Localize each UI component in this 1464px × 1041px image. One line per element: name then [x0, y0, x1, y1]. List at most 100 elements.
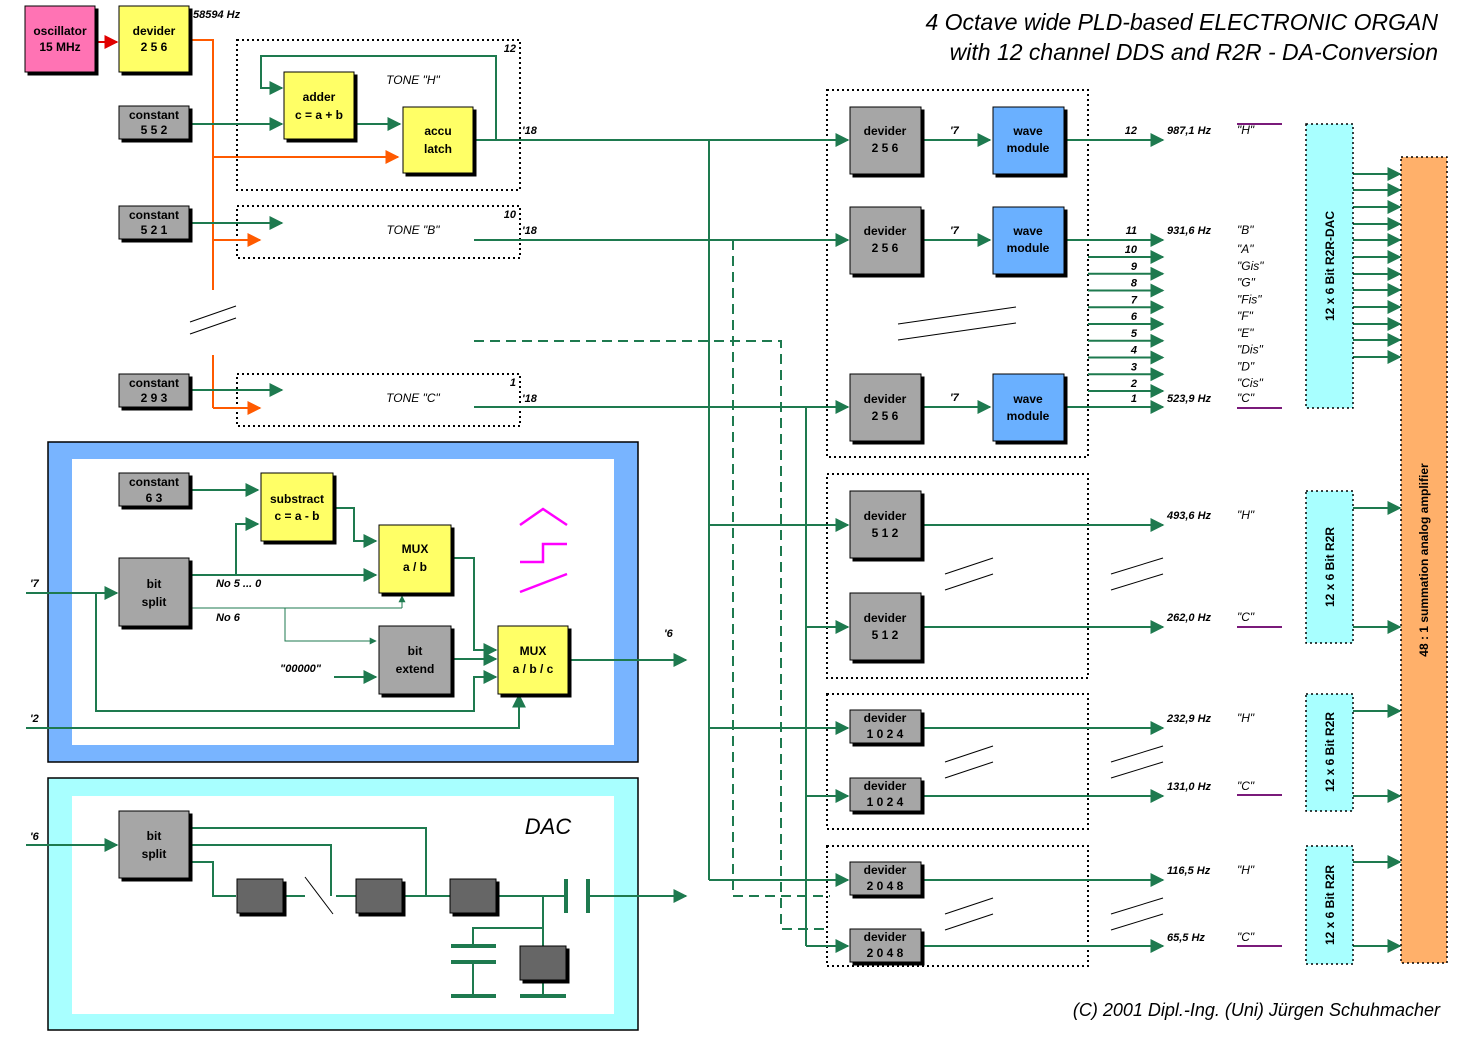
- svg-text:2 5 6: 2 5 6: [872, 409, 899, 423]
- octave-1-channel-lines: 10"A"9"Gis"8"G"7"Fis"6"F"5"E"4"Dis"3"D"2…: [1088, 242, 1264, 398]
- channel-number-4: 4: [1130, 345, 1137, 357]
- svg-text:48 : 1 summation analog amplif: 48 : 1 summation analog amplifier: [1417, 463, 1431, 657]
- svg-text:devider: devider: [133, 24, 176, 38]
- resistor-2: [355, 878, 403, 914]
- svg-text:wave: wave: [1012, 224, 1043, 238]
- channel-number-3: 3: [1131, 361, 1137, 373]
- note-h-2: "H": [1237, 508, 1255, 522]
- freq-232: 232,9 Hz: [1166, 713, 1212, 725]
- svg-text:12 x 6 Bit R2R: 12 x 6 Bit R2R: [1323, 527, 1337, 607]
- channel-number-7: 7: [1131, 294, 1138, 306]
- tone-c-bus: '18: [522, 393, 538, 405]
- svg-text:5 5 2: 5 5 2: [141, 123, 168, 137]
- tone-h-group: [236, 39, 521, 191]
- svg-text:devider: devider: [864, 930, 907, 944]
- svg-text:bit: bit: [147, 829, 162, 843]
- oscillator-block: oscillator 15 MHz: [24, 5, 96, 73]
- svg-text:wave: wave: [1012, 124, 1043, 138]
- svg-text:2 5 6: 2 5 6: [141, 40, 168, 54]
- channel-number-10: 10: [1125, 244, 1138, 256]
- octave-3-group: [826, 693, 1089, 830]
- svg-text:split: split: [142, 847, 167, 861]
- channel-number-2: 2: [1130, 378, 1137, 390]
- note-label-3: "Fis": [1237, 292, 1262, 306]
- label-zeros: "00000": [280, 663, 322, 675]
- tone-h-bus: '18: [522, 125, 538, 137]
- octave-4-group: [826, 845, 1089, 967]
- svg-text:12 x 6 Bit R2R-DAC: 12 x 6 Bit R2R-DAC: [1323, 211, 1337, 321]
- constant-293-block: constant 2 9 3: [118, 373, 190, 408]
- note-b-1: "B": [1237, 223, 1254, 237]
- constant-521-block: constant 5 2 1: [118, 205, 190, 240]
- channel-number-6: 6: [1131, 311, 1138, 323]
- mux-ab-block: MUX a / b: [378, 524, 452, 594]
- note-label-8: "Cis": [1237, 376, 1264, 390]
- note-label-4: "F": [1237, 309, 1254, 323]
- svg-text:constant: constant: [129, 108, 179, 122]
- octave-4-devider-c: devider 2 0 4 8: [849, 928, 922, 963]
- svg-text:2 5 6: 2 5 6: [872, 241, 899, 255]
- svg-text:2 0 4 8: 2 0 4 8: [867, 946, 904, 960]
- svg-text:c = a - b: c = a - b: [274, 509, 319, 523]
- dac-bit-split-block: bit split: [118, 810, 190, 879]
- title-line-2: with 12 channel DDS and R2R - DA-Convers…: [950, 39, 1438, 65]
- note-h-4: "H": [1237, 863, 1255, 877]
- freq-262: 262,0 Hz: [1166, 612, 1212, 624]
- svg-text:5 1 2: 5 1 2: [872, 526, 899, 540]
- svg-text:5 1 2: 5 1 2: [872, 628, 899, 642]
- tone-c-group: [236, 373, 521, 427]
- title-line-1: 4 Octave wide PLD-based ELECTRONIC ORGAN: [925, 9, 1438, 35]
- label-bit-6: No 6: [216, 612, 241, 624]
- label-bits-5-0: No 5 ... 0: [216, 578, 262, 590]
- channel-11: 11: [1126, 225, 1137, 237]
- note-label-6: "Dis": [1237, 343, 1264, 357]
- constant-63-block: constant 6 3: [118, 472, 190, 507]
- svg-text:oscillator: oscillator: [33, 24, 87, 38]
- wave-output-bus: '6: [664, 628, 674, 640]
- svg-text:wave: wave: [1012, 392, 1043, 406]
- svg-text:12 x 6 Bit R2R: 12 x 6 Bit R2R: [1323, 712, 1337, 792]
- svg-text:module: module: [1007, 241, 1050, 255]
- r2r-dac-3: 12 x 6 Bit R2R: [1305, 693, 1354, 812]
- tone-c-label: TONE "C": [386, 391, 440, 405]
- tone-b-bus: '18: [522, 225, 538, 237]
- svg-text:devider: devider: [864, 779, 907, 793]
- svg-text:constant: constant: [129, 208, 179, 222]
- octave-2-group: [826, 473, 1089, 679]
- svg-text:devider: devider: [864, 863, 907, 877]
- note-label-1: "Gis": [1237, 259, 1264, 273]
- tone-c-number: 1: [510, 377, 516, 389]
- adder-block: adder c = a + b: [283, 71, 355, 140]
- freq-523: 523,9 Hz: [1167, 393, 1212, 405]
- dac-panel-wires: [26, 827, 688, 998]
- waveform-icons: [519, 507, 568, 594]
- svg-text:MUX: MUX: [402, 542, 429, 556]
- bit-extend-block: bit extend: [378, 625, 452, 695]
- clock-devider-block: devider 2 5 6: [118, 5, 190, 73]
- r2r-dac-4: 12 x 6 Bit R2R: [1305, 845, 1354, 965]
- tone-wires: [190, 55, 850, 953]
- octave-3-devider-h: devider 1 0 2 4: [849, 709, 922, 744]
- freq-493: 493,6 Hz: [1166, 510, 1212, 522]
- wave-module-h: wave module: [992, 106, 1065, 175]
- octave-2-devider-c: devider 5 1 2: [849, 592, 922, 661]
- wave-generator-panel: [47, 441, 639, 763]
- constant-552-block: constant 5 5 2: [118, 105, 190, 140]
- clock-frequency: 58594 Hz: [193, 9, 241, 21]
- resistor-3: [449, 878, 497, 914]
- note-separator-bars: [1237, 626, 1282, 947]
- svg-text:split: split: [142, 595, 167, 609]
- channel-number-9: 9: [1131, 261, 1138, 273]
- mux-abc-block: MUX a / b / c: [497, 625, 569, 695]
- svg-text:devider: devider: [864, 711, 907, 725]
- channel-number-8: 8: [1131, 278, 1138, 290]
- tone-h-number: 12: [504, 43, 516, 55]
- freq-131: 131,0 Hz: [1167, 781, 1212, 793]
- note-label-7: "D": [1237, 359, 1255, 373]
- svg-text:2 0 4 8: 2 0 4 8: [867, 879, 904, 893]
- tone-b-number: 10: [504, 209, 517, 221]
- octave-2-devider-h: devider 5 1 2: [849, 490, 922, 559]
- svg-text:module: module: [1007, 141, 1050, 155]
- octave-3-devider-c: devider 1 0 2 4: [849, 777, 922, 812]
